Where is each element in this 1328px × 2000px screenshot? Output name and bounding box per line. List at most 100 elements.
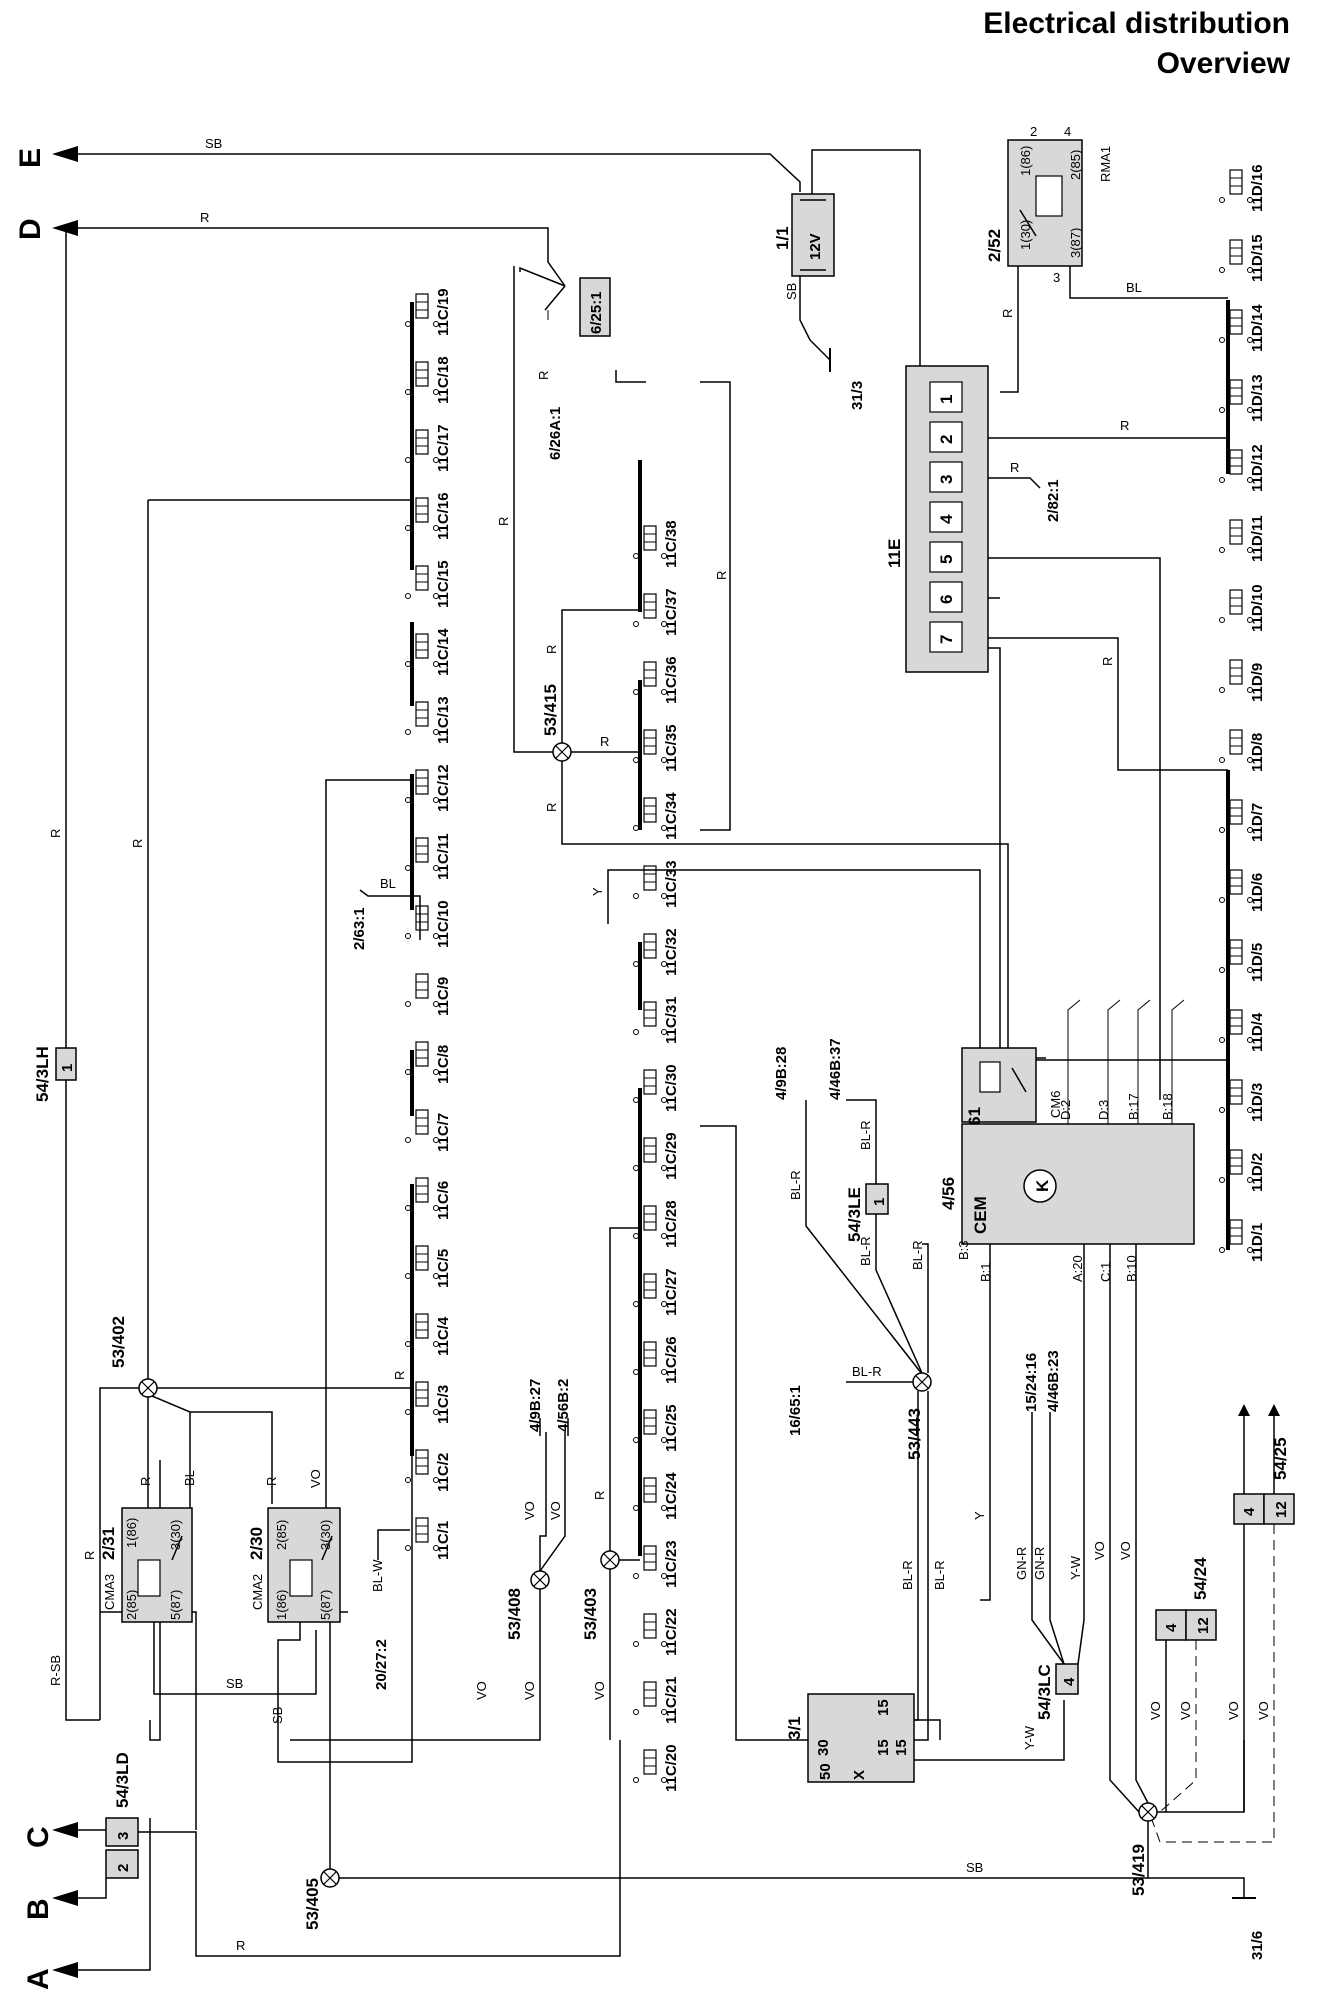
svg-text:VO: VO	[548, 1501, 563, 1520]
fuse-11c-20: 11C/20	[633, 1744, 680, 1792]
svg-text:1: 1	[937, 395, 956, 404]
ref-6-26a: 6/26A:1	[547, 407, 564, 460]
svg-text:Y: Y	[590, 887, 605, 896]
ref-4-46b37: 4/46B:37	[827, 1038, 844, 1100]
ref-4-46b23: 4/46B:23	[1045, 1350, 1062, 1412]
edge-ref-e: E	[14, 146, 78, 168]
svg-text:54/3LH: 54/3LH	[33, 1046, 52, 1102]
svg-text:VO: VO	[474, 1681, 489, 1700]
fuse-11c-35: 11C/35	[633, 724, 680, 772]
fuse-11c-11: 11C/11	[405, 833, 452, 880]
svg-text:VO: VO	[1226, 1701, 1241, 1720]
fuse-11c-9: 11C/9	[405, 973, 452, 1016]
svg-text:3(30): 3(30)	[318, 1520, 333, 1550]
connector-54-3lc: 4 54/3LC	[1035, 1663, 1079, 1720]
connector-54-3lh: 1 54/3LH	[33, 1046, 77, 1102]
fuse-11c-18: 11C/18	[405, 356, 452, 404]
svg-text:CM6: CM6	[1048, 1091, 1063, 1118]
svg-text:B:17: B:17	[1126, 1093, 1141, 1120]
title-line-1: Electrical distribution	[983, 7, 1290, 40]
svg-text:54/3LD: 54/3LD	[113, 1752, 132, 1808]
svg-text:R: R	[1120, 418, 1129, 433]
fuse-11c-29: 11C/29	[633, 1132, 680, 1180]
svg-text:11C/8: 11C/8	[435, 1045, 452, 1084]
svg-text:54/3LC: 54/3LC	[1035, 1664, 1054, 1720]
ref-2-63: 2/63:1	[351, 907, 368, 950]
svg-text:11D/14: 11D/14	[1249, 304, 1266, 352]
fuse-11c-15: 11C/15	[405, 560, 452, 608]
fuse-11d-10: 11D/10	[1219, 584, 1266, 632]
svg-text:1/1: 1/1	[773, 226, 792, 250]
svg-text:1: 1	[59, 1064, 76, 1072]
svg-text:31/3: 31/3	[849, 381, 866, 410]
svg-text:R: R	[714, 571, 729, 580]
splice-53-415: 53/415	[541, 684, 572, 762]
svg-text:11D/16: 11D/16	[1249, 164, 1266, 212]
svg-text:31/6: 31/6	[1249, 1931, 1266, 1960]
svg-text:30: 30	[815, 1739, 832, 1756]
splice-53-402: 53/402	[109, 1316, 158, 1398]
svg-text:11C/20: 11C/20	[663, 1744, 680, 1792]
svg-text:CMA3: CMA3	[102, 1574, 117, 1610]
svg-text:R: R	[236, 1938, 245, 1953]
svg-text:BL-R: BL-R	[852, 1364, 882, 1379]
svg-text:11D/7: 11D/7	[1249, 803, 1266, 842]
fuse-11c-5: 11C/5	[405, 1245, 452, 1288]
connector-54-3ld: 3 2 54/3LD	[105, 1752, 139, 1879]
svg-text:2: 2	[937, 435, 956, 444]
svg-text:BL-R: BL-R	[858, 1120, 873, 1150]
fuse-11c-17: 11C/17	[405, 424, 452, 472]
svg-text:11C/16: 11C/16	[435, 492, 452, 540]
svg-text:CEM: CEM	[971, 1196, 990, 1234]
title-line-2: Overview	[1156, 47, 1290, 80]
svg-text:11C/10: 11C/10	[435, 900, 452, 948]
svg-text:53/402: 53/402	[109, 1316, 128, 1368]
svg-text:R: R	[544, 645, 559, 654]
fuse-11c-24: 11C/24	[633, 1472, 680, 1520]
ground-31-3: 31/3	[809, 339, 866, 410]
svg-text:3(30): 3(30)	[168, 1520, 183, 1550]
fuse-11d-2: 11D/2	[1219, 1149, 1266, 1192]
fuse-11c-25: 11C/25	[633, 1404, 680, 1452]
svg-text:11C/5: 11C/5	[435, 1249, 452, 1288]
svg-text:VO: VO	[1118, 1541, 1133, 1560]
fuse-11d-8: 11D/8	[1219, 729, 1266, 772]
svg-text:BL: BL	[380, 876, 396, 891]
svg-text:R: R	[48, 829, 63, 838]
svg-text:VO: VO	[522, 1681, 537, 1700]
svg-text:1: 1	[871, 1198, 888, 1206]
svg-text:R: R	[264, 1477, 279, 1486]
fuse-11d-16: 11D/16	[1219, 164, 1266, 212]
edge-ref-d: D	[14, 218, 78, 240]
fuse-block-11e: 1 2 3 4 5 6 7 11E	[885, 365, 989, 673]
svg-text:VO: VO	[1178, 1701, 1193, 1720]
svg-text:15: 15	[875, 1739, 892, 1756]
connector-54-3le: 1 54/3LE	[845, 1183, 889, 1242]
svg-text:R: R	[600, 734, 609, 749]
fuse-11d-15: 11D/15	[1219, 234, 1266, 282]
svg-text:Y-W: Y-W	[1022, 1725, 1037, 1750]
svg-text:C: C	[22, 1826, 55, 1848]
svg-text:R: R	[544, 803, 559, 812]
relay-cm6: CM6 2/61	[961, 1047, 1063, 1140]
svg-text:4: 4	[1163, 1623, 1180, 1632]
svg-text:11D/9: 11D/9	[1249, 663, 1266, 702]
fuse-11c-23: 11C/23	[633, 1540, 680, 1588]
svg-text:11C/25: 11C/25	[663, 1404, 680, 1452]
svg-text:54/24: 54/24	[1191, 1557, 1210, 1600]
svg-text:2/31: 2/31	[99, 1527, 118, 1560]
fuse-column-11c: 11C/111C/211C/311C/411C/511C/611C/711C/8…	[405, 288, 680, 1792]
fuse-11c-13: 11C/13	[405, 696, 452, 744]
svg-text:R: R	[536, 371, 551, 380]
svg-text:11C/31: 11C/31	[663, 996, 680, 1044]
svg-text:3/1: 3/1	[785, 1716, 804, 1740]
edge-ref-c: C	[22, 1822, 78, 1848]
svg-text:2/52: 2/52	[985, 229, 1004, 262]
fuse-11c-8: 11C/8	[405, 1041, 452, 1084]
svg-text:54/25: 54/25	[1271, 1437, 1290, 1480]
fuse-11c-30: 11C/30	[633, 1064, 680, 1112]
svg-text:VO: VO	[1256, 1701, 1271, 1720]
svg-text:GN-R: GN-R	[1014, 1547, 1029, 1580]
svg-text:BL-W: BL-W	[370, 1559, 385, 1592]
